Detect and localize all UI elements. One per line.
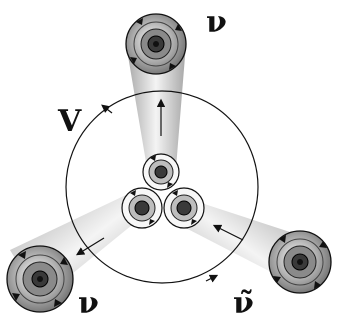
label-nu-top: ν [206, 5, 227, 40]
label-nu-tilde-right: ν̃ [233, 286, 254, 320]
vortex-icon [268, 230, 332, 294]
vortex-icon [121, 187, 163, 229]
tube-top [126, 44, 186, 168]
tube-left-flow-arrow [75, 237, 105, 256]
vortex-icon [6, 245, 74, 313]
vortex-icon [142, 153, 180, 191]
circle-arrow-top-left [101, 104, 113, 114]
label-nu-left: ν [78, 286, 99, 320]
vortex-icon [125, 13, 187, 75]
label-V: V [57, 104, 82, 139]
domain-circle-V [65, 90, 259, 284]
circle-arrow-bottom [205, 274, 219, 283]
vortex-icon [163, 187, 205, 229]
tube-right-flow-arrow [212, 224, 244, 241]
